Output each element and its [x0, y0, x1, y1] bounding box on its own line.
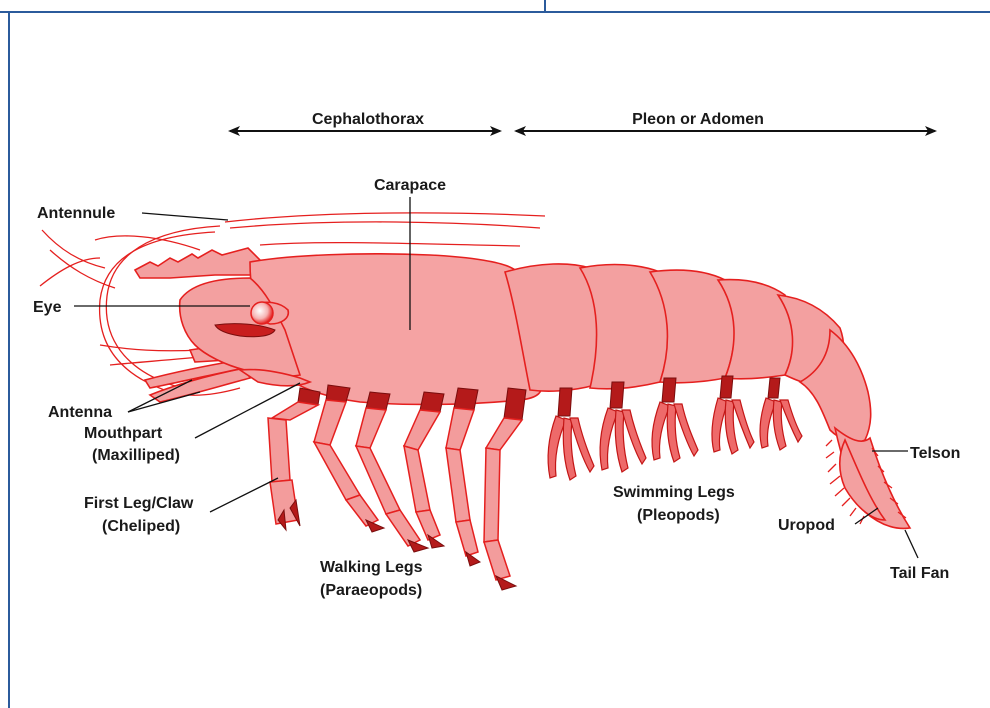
antennule-label: Antennule [37, 205, 115, 222]
eye-label: Eye [33, 299, 62, 316]
pleon-label: Pleon or Adomen [632, 111, 764, 128]
rostrum [135, 248, 262, 278]
eye-ball [251, 302, 273, 324]
first-leg-label: First Leg/Claw [84, 495, 194, 512]
cephalothorax-label: Cephalothorax [312, 111, 424, 128]
paraeopods-label: (Paraeopods) [320, 582, 422, 599]
antenna-label: Antenna [48, 404, 112, 421]
tail-fan-label: Tail Fan [890, 565, 949, 582]
mouthpart-label: Mouthpart [84, 425, 163, 442]
cheliped-label: (Cheliped) [102, 518, 180, 535]
walking-legs-label: Walking Legs [320, 559, 423, 576]
swimming-legs [548, 376, 802, 480]
telson-label: Telson [910, 445, 960, 462]
carapace-label: Carapace [374, 177, 446, 194]
uropod-label: Uropod [778, 517, 835, 534]
pleopods-label: (Pleopods) [637, 507, 720, 524]
swimming-legs-label: Swimming Legs [613, 484, 735, 501]
tail-fan [826, 428, 910, 528]
maxilliped-label: (Maxilliped) [92, 447, 180, 464]
